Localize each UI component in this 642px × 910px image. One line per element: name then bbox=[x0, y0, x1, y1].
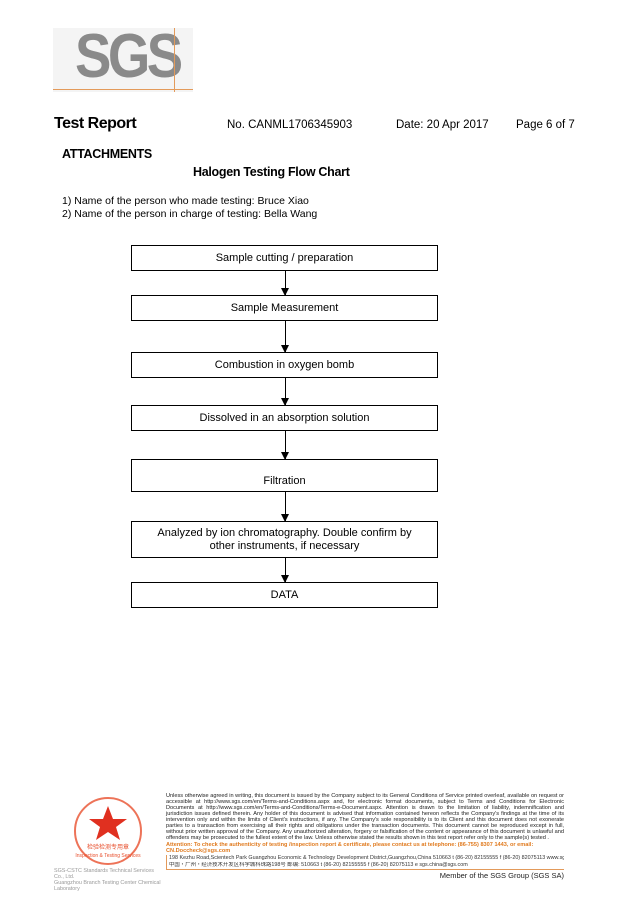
supervisor-name: 2) Name of the person in charge of testi… bbox=[62, 208, 318, 220]
flow-step: Analyzed by ion chromatography. Double c… bbox=[131, 521, 438, 558]
company-branch: Guangzhou Branch Testing Center Chemical… bbox=[54, 880, 161, 892]
flow-arrow bbox=[281, 558, 289, 583]
seal-subtext: Inspection & Testing Services bbox=[75, 853, 141, 859]
flow-arrow bbox=[281, 321, 289, 353]
flow-step: Sample Measurement bbox=[131, 295, 438, 321]
page-number: Page 6 of 7 bbox=[516, 119, 575, 131]
flow-step: DATA bbox=[131, 582, 438, 608]
flow-step: Filtration bbox=[131, 459, 438, 492]
report-date: Date: 20 Apr 2017 bbox=[396, 119, 489, 131]
logo-line bbox=[53, 89, 193, 90]
report-title: Test Report bbox=[54, 115, 137, 132]
section-heading: ATTACHMENTS bbox=[62, 147, 152, 161]
group-membership: Member of the SGS Group (SGS SA) bbox=[439, 871, 564, 880]
flow-arrow bbox=[281, 271, 289, 296]
flow-step: Combustion in oxygen bomb bbox=[131, 352, 438, 378]
tester-name: 1) Name of the person who made testing: … bbox=[62, 195, 309, 207]
flow-step: Sample cutting / preparation bbox=[131, 245, 438, 271]
sgs-logo: SGS bbox=[53, 22, 193, 92]
flow-arrow bbox=[281, 431, 289, 460]
address-block: 198 Kezhu Road,Scientech Park Guangzhou … bbox=[166, 855, 564, 870]
logo-text: SGS bbox=[75, 22, 183, 91]
flow-step: Dissolved in an absorption solution bbox=[131, 405, 438, 431]
company-name: SGS-CSTC Standards Technical Services Co… bbox=[54, 868, 154, 880]
address-english: 198 Kezhu Road,Scientech Park Guangzhou … bbox=[169, 855, 564, 861]
company-seal: 检验检测专用章 Inspection & Testing Services bbox=[74, 797, 142, 865]
footer: Unless otherwise agreed in writing, this… bbox=[166, 793, 564, 880]
seal-text: 检验检测专用章 bbox=[87, 843, 129, 851]
logo-line bbox=[174, 28, 175, 92]
legal-disclaimer: Unless otherwise agreed in writing, this… bbox=[166, 793, 564, 841]
company-info: SGS-CSTC Standards Technical Services Co… bbox=[54, 868, 162, 892]
flow-chart-title: Halogen Testing Flow Chart bbox=[193, 165, 350, 179]
authenticity-notice: Attention: To check the authenticity of … bbox=[166, 842, 534, 854]
report-number: No. CANML1706345903 bbox=[227, 119, 353, 131]
address-chinese: 中国・广州・经济技术开发区科学城科珠路198号 邮编: 510663 t (86… bbox=[169, 861, 468, 868]
flow-arrow bbox=[281, 492, 289, 522]
flow-arrow bbox=[281, 378, 289, 406]
